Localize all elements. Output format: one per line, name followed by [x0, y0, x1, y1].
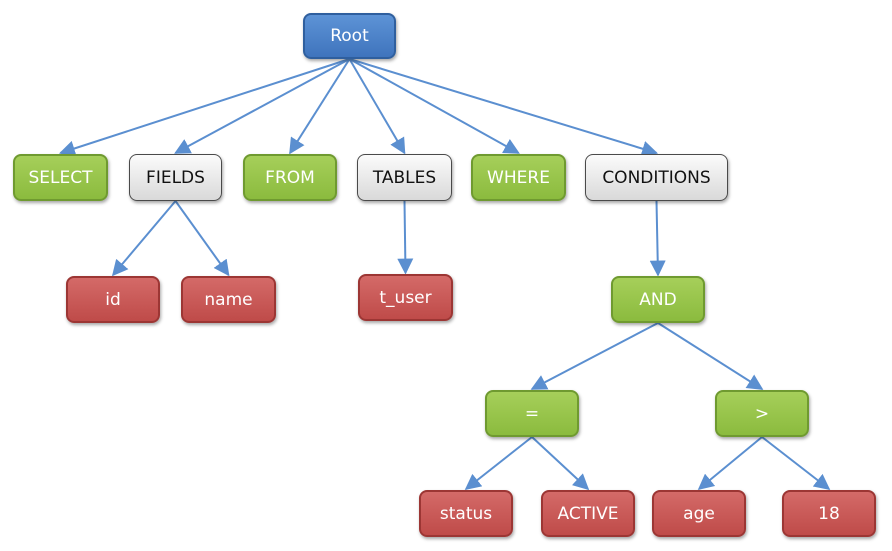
node-where: WHERE: [471, 154, 566, 201]
node-status: status: [419, 490, 513, 537]
edge-root-to-conditions: [349, 58, 659, 157]
edge-fields-to-name: [174, 200, 230, 277]
node-18: 18: [782, 490, 876, 537]
node-conditions: CONDITIONS: [585, 154, 728, 201]
node-greater-than: >: [715, 390, 809, 437]
node-tables: TABLES: [357, 154, 452, 201]
edge-and-to-eq: [530, 322, 659, 390]
edge-eq-to-status: [464, 436, 533, 490]
edge-fields-to-id: [111, 200, 177, 277]
edge-eq-to-active: [531, 436, 590, 491]
node-age: age: [652, 490, 746, 537]
edge-conditions-to-and: [649, 200, 666, 277]
node-name: name: [181, 276, 276, 323]
node-root: Root: [303, 13, 396, 59]
edge-tables-to-t_user: [397, 200, 414, 275]
node-and: AND: [611, 276, 705, 323]
edge-root-to-select: [58, 58, 350, 157]
edge-root-to-tables: [348, 58, 406, 155]
node-select: SELECT: [13, 154, 108, 201]
node-from: FROM: [243, 154, 337, 201]
edge-and-to-gt: [657, 322, 764, 390]
node-t-user: t_user: [358, 274, 453, 321]
edge-root-to-where: [349, 58, 520, 154]
edge-root-to-fields: [174, 58, 350, 154]
edge-gt-to-eighteen: [761, 436, 831, 490]
node-equals: =: [485, 390, 579, 437]
edge-gt-to-age: [697, 436, 763, 491]
node-id: id: [66, 276, 160, 323]
node-fields: FIELDS: [129, 154, 222, 201]
edge-root-to-from: [289, 58, 351, 155]
node-active: ACTIVE: [541, 490, 635, 537]
